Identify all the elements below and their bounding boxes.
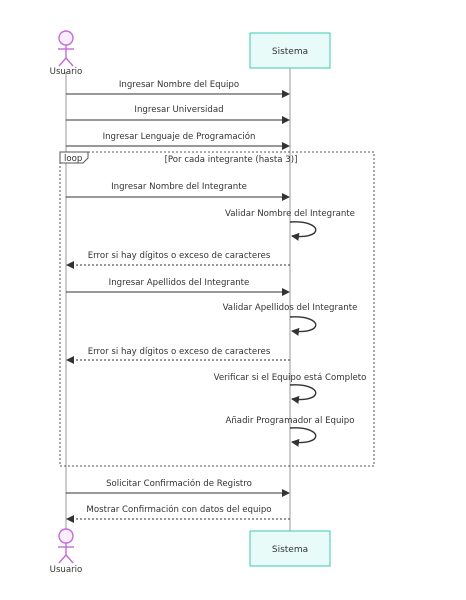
- message-label: Ingresar Nombre del Equipo: [119, 80, 239, 90]
- message-10: Verificar si el Equipo está Completo: [214, 373, 367, 404]
- message-12: Solicitar Confirmación de Registro: [66, 478, 290, 497]
- message-1: Ingresar Nombre del Equipo: [66, 80, 290, 98]
- actor-leg-left: [58, 554, 67, 564]
- actor-head: [58, 528, 74, 544]
- message-7: Ingresar Apellidos del Integrante: [66, 278, 290, 296]
- message-label: Ingresar Lenguaje de Programación: [103, 131, 256, 142]
- actor-user-top-label: Usuario: [50, 67, 83, 77]
- message-label: Ingresar Universidad: [134, 105, 223, 115]
- message-6: Error si hay dígitos o exceso de caracte…: [66, 251, 290, 269]
- actor-leg-right: [65, 57, 74, 67]
- self-message-arrow: [289, 221, 317, 241]
- loop-tag-label: loop: [64, 154, 82, 164]
- loop-tag-box: [59, 151, 89, 164]
- message-label: Validar Apellidos del Integrante: [223, 303, 358, 313]
- actor-user-bottom: Usuario: [50, 528, 83, 575]
- actor-leg-right: [65, 554, 74, 564]
- actor-user-top: Usuario: [50, 30, 83, 77]
- message-9: Error si hay dígitos o exceso de caracte…: [66, 347, 290, 364]
- message-label: Solicitar Confirmación de Registro: [106, 478, 252, 489]
- message-label: Verificar si el Equipo está Completo: [214, 373, 367, 383]
- actor-leg-left: [58, 57, 67, 67]
- participant-box: [249, 32, 331, 69]
- self-message-arrow: [289, 316, 317, 336]
- message-13: Mostrar Confirmación con datos del equip…: [66, 504, 290, 523]
- message-label: Validar Nombre del Integrante: [225, 209, 355, 219]
- message-3: Ingresar Lenguaje de Programación: [66, 131, 290, 150]
- message-label: Añadir Programador al Equipo: [225, 416, 354, 426]
- loop-fragment: loop [Por cada integrante (hasta 3)]: [59, 151, 375, 467]
- message-label: Ingresar Apellidos del Integrante: [109, 278, 250, 288]
- message-label: Mostrar Confirmación con datos del equip…: [86, 504, 271, 515]
- participant-system-bottom: Sistema: [249, 530, 331, 567]
- message-5: Validar Nombre del Integrante: [225, 209, 355, 241]
- actor-user-bottom-label: Usuario: [50, 565, 83, 575]
- self-message-arrow: [289, 384, 317, 404]
- message-11: Añadir Programador al Equipo: [225, 416, 355, 447]
- message-4: Ingresar Nombre del Integrante: [66, 182, 290, 201]
- participant-box: [249, 530, 331, 567]
- self-message-arrow: [289, 427, 317, 447]
- participant-system-top-label: Sistema: [272, 47, 308, 57]
- loop-frame: [59, 151, 375, 467]
- message-2: Ingresar Universidad: [66, 105, 290, 124]
- message-label: Ingresar Nombre del Integrante: [111, 182, 247, 192]
- message-8: Validar Apellidos del Integrante: [223, 303, 358, 336]
- participant-system-bottom-label: Sistema: [272, 545, 308, 555]
- loop-condition: [Por cada integrante (hasta 3)]: [165, 155, 298, 165]
- actor-head: [58, 30, 74, 46]
- message-label: Error si hay dígitos o exceso de caracte…: [88, 251, 271, 261]
- participant-system-top: Sistema: [249, 32, 331, 69]
- message-label: Error si hay dígitos o exceso de caracte…: [88, 347, 271, 357]
